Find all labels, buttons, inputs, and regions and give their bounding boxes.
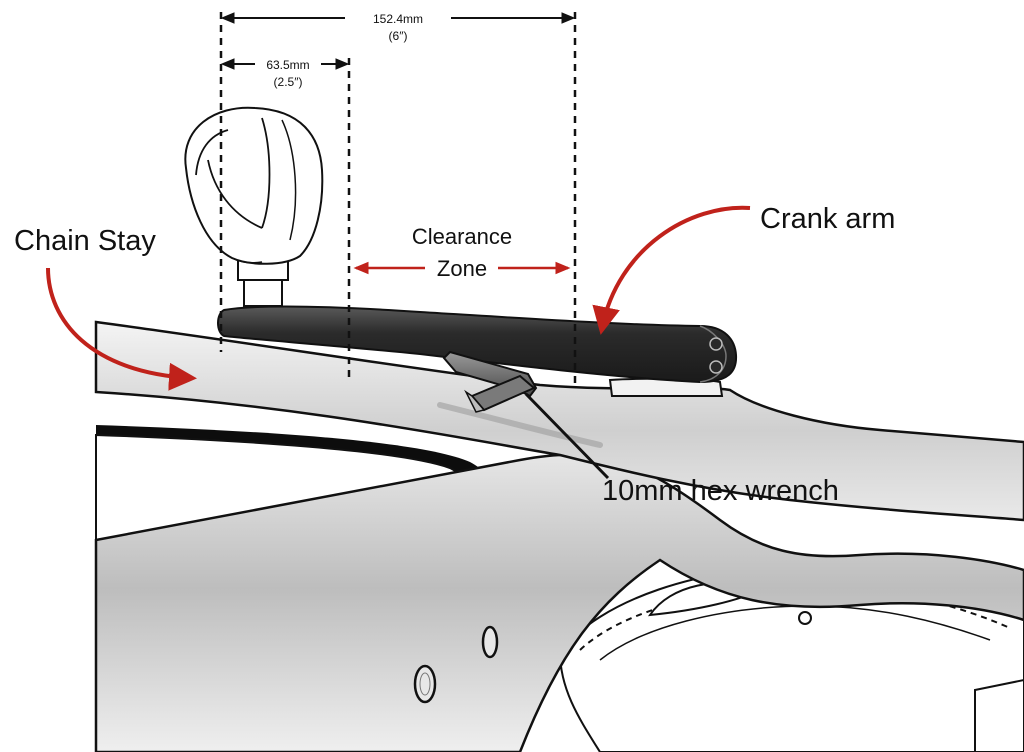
clearance-label-line2: Zone	[437, 256, 487, 281]
frame-lower-tube	[94, 453, 1024, 752]
pedal-dimension-mask	[255, 55, 321, 73]
hex-wrench-label: 10mm hex wrench	[602, 475, 839, 507]
clearance-label-line1: Clearance	[412, 224, 512, 249]
hex-wrench	[442, 350, 538, 413]
chain-stay-arrow	[46, 267, 197, 391]
crank-arm-arrow	[592, 205, 751, 335]
total-in-label: (6″)	[389, 29, 408, 43]
chainring	[558, 564, 1024, 752]
crank-arm-label: Crank arm	[760, 203, 895, 235]
total-mm-label: 152.4mm	[373, 12, 423, 26]
pedal-in-label: (2.5″)	[274, 75, 303, 89]
pedal	[184, 106, 324, 307]
pedal-mm-label: 63.5mm	[266, 58, 309, 72]
hex-wrench-leader	[524, 392, 610, 480]
total-dimension-mask	[345, 8, 451, 28]
chain-stay-label: Chain Stay	[14, 225, 156, 257]
